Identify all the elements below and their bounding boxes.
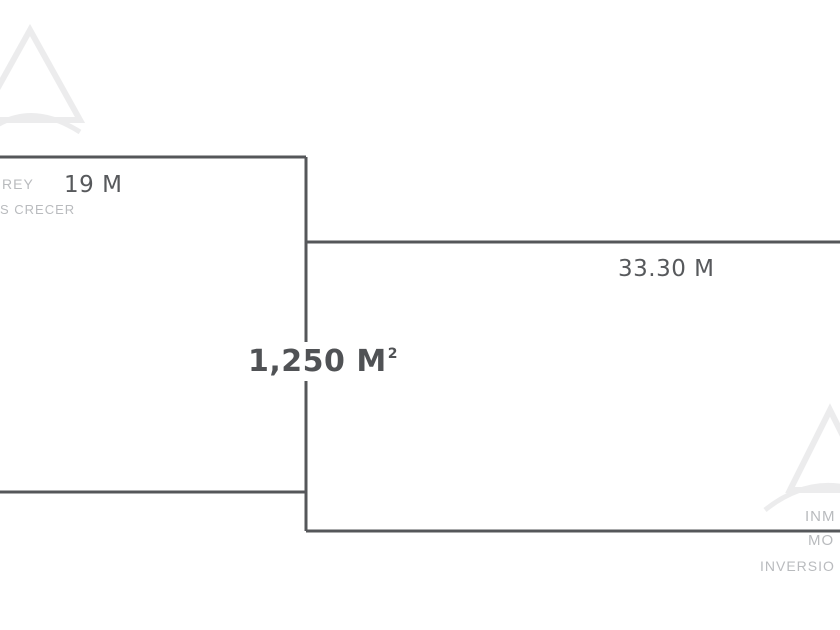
watermark-bottom-right-line2: MO — [808, 532, 835, 549]
right-width-label: 33.30 M — [618, 256, 715, 282]
watermark-logo-bottom-right — [763, 403, 840, 512]
area-label: 1,250 M2 — [248, 342, 398, 381]
watermark-logo-top-left — [0, 23, 86, 135]
left-width-label: 19 M — [64, 172, 123, 198]
area-value: 1,250 M — [248, 344, 387, 379]
watermark-top-left-line2: S CRECER — [0, 202, 76, 217]
watermark-bottom-right-line1: INM — [805, 508, 836, 525]
watermark-top-left-line1: REY — [2, 176, 34, 192]
area-unit-superscript: 2 — [387, 346, 398, 362]
watermark-bottom-right-line3: INVERSIO — [760, 558, 835, 574]
